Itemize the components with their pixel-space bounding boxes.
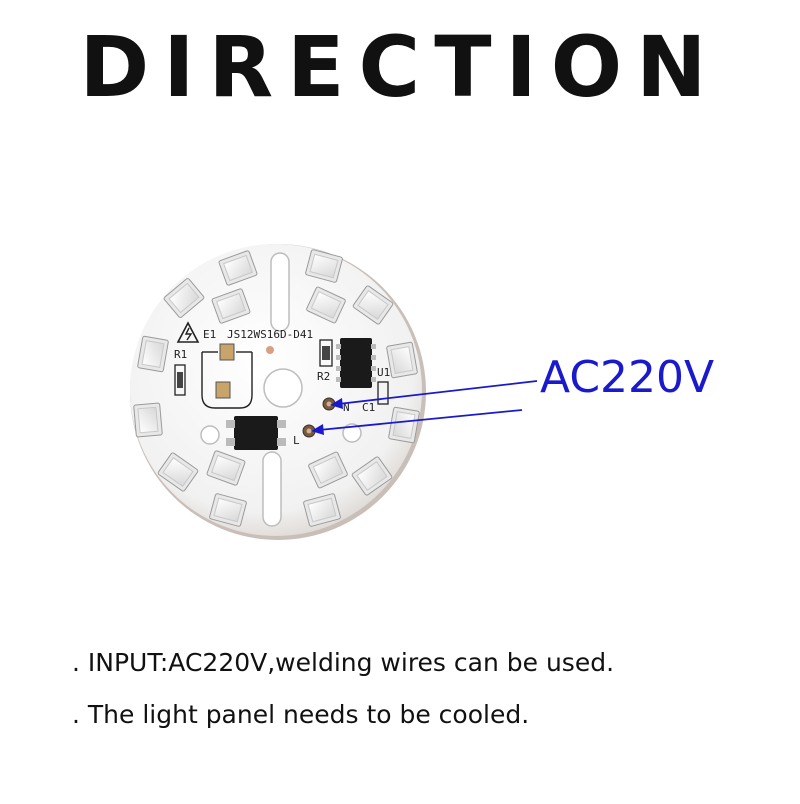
small-hole-left	[200, 425, 220, 445]
arrow-to-n	[330, 380, 538, 409]
solder-pad-l-center	[306, 428, 312, 434]
label-c1: C1	[362, 401, 375, 414]
chip-u1	[336, 338, 376, 388]
warning-triangle-icon	[176, 321, 200, 343]
voltage-label: AC220V	[540, 352, 715, 403]
label-u1: U1	[377, 366, 390, 379]
label-n: N	[343, 401, 350, 414]
note-input: . INPUT:AC220V,welding wires can be used…	[72, 648, 615, 677]
label-r1: R1	[174, 348, 187, 361]
mount-slot-top	[270, 252, 290, 332]
resistor-r2	[319, 339, 333, 367]
label-e1: E1	[203, 328, 216, 341]
led-ring	[133, 249, 420, 527]
solder-pad-n-center	[326, 401, 332, 407]
resistor-r2-body	[322, 346, 330, 360]
page-title: DIRECTION	[79, 18, 721, 116]
center-hole	[263, 368, 303, 408]
label-r2: R2	[317, 370, 330, 383]
resistor-r1	[174, 364, 186, 396]
small-hole-right	[342, 423, 362, 443]
via-pad	[266, 346, 274, 354]
capacitor-e1-outline	[201, 343, 253, 409]
resistor-r1-body	[177, 372, 183, 388]
rectifier-chip	[226, 416, 286, 450]
arrow-to-l	[311, 409, 523, 435]
capacitor-c1	[377, 381, 389, 405]
board-model-text: JS12WS16D-D41	[227, 328, 313, 341]
label-l: L	[293, 434, 300, 447]
mount-slot-bottom	[262, 451, 282, 527]
note-cooling: . The light panel needs to be cooled.	[72, 700, 530, 729]
